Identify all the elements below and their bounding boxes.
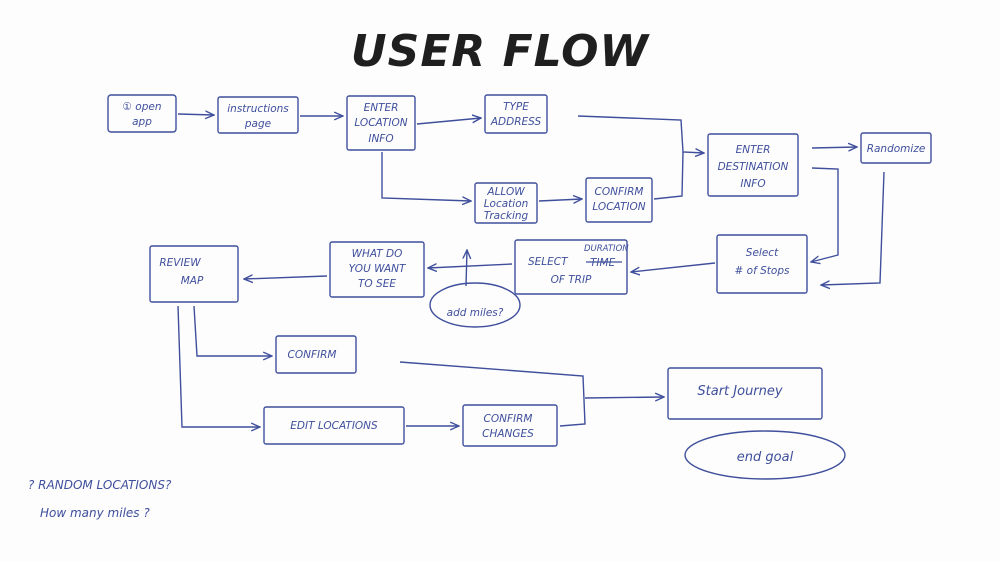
svg-text:WHAT DO: WHAT DO	[352, 248, 403, 260]
edge-duration-to-what-see	[428, 264, 513, 268]
node-confirm: CONFIRM	[275, 335, 357, 374]
svg-text:TIME: TIME	[590, 257, 616, 269]
svg-text:REVIEW: REVIEW	[159, 257, 201, 269]
svg-text:OF TRIP: OF TRIP	[551, 274, 592, 286]
svg-text:① open: ① open	[123, 101, 162, 113]
svg-text:ALLOW: ALLOW	[486, 186, 525, 198]
svg-text:YOU WANT: YOU WANT	[349, 263, 407, 275]
svg-text:ADDRESS: ADDRESS	[490, 116, 542, 128]
svg-text:# of Stops: # of Stops	[735, 265, 790, 277]
svg-text:instructions: instructions	[227, 103, 289, 115]
edge-confirm-location-to-destination	[653, 151, 684, 200]
svg-text:LOCATION: LOCATION	[592, 201, 645, 213]
node-edit-locations: EDIT LOCATIONS	[263, 406, 405, 445]
page-title: USER FLOW	[350, 26, 650, 77]
node-randomize: Randomize	[860, 132, 932, 164]
svg-text:Tracking: Tracking	[484, 210, 529, 222]
svg-text:CHANGES: CHANGES	[482, 428, 534, 440]
svg-text:ENTER: ENTER	[736, 144, 771, 156]
edge-confirm-to-start-journey	[399, 361, 586, 427]
edge-add-miles-to-duration	[466, 250, 467, 287]
node-select-num-stops: Select # of Stops	[716, 234, 808, 294]
node-enter-location-info: ENTER LOCATION INFO	[346, 95, 416, 151]
svg-text:Select: Select	[746, 247, 779, 259]
svg-text:CONFIRM: CONFIRM	[595, 186, 644, 198]
svg-text:TYPE: TYPE	[503, 101, 529, 113]
svg-text:Randomize: Randomize	[867, 143, 926, 155]
svg-text:DESTINATION: DESTINATION	[718, 161, 789, 173]
edge-type-address-to-destination	[577, 115, 704, 153]
node-select-duration-of-trip: SELECT DURATION TIME OF TRIP	[514, 239, 629, 295]
node-review-map: REVIEW MAP	[149, 245, 239, 303]
node-what-do-you-want-to-see: WHAT DO YOU WANT TO SEE	[329, 241, 425, 298]
node-instructions-page: instructions page	[217, 96, 299, 134]
edge-destination-to-stops	[811, 167, 839, 262]
edge-merge-to-start-journey	[584, 397, 664, 398]
node-open-app: ① open app	[107, 94, 177, 133]
svg-text:MAP: MAP	[181, 275, 204, 287]
svg-text:end goal: end goal	[737, 450, 794, 465]
edge-randomize-to-stops	[821, 171, 885, 285]
node-confirm-location: CONFIRM LOCATION	[585, 177, 653, 223]
edge-destination-to-randomize	[811, 147, 857, 148]
svg-text:CONFIRM: CONFIRM	[484, 413, 533, 425]
node-add-miles: add miles?	[429, 282, 521, 328]
node-start-journey: Start Journey	[667, 367, 823, 420]
edge-stops-to-duration	[631, 262, 716, 272]
svg-text:Location: Location	[484, 198, 529, 210]
edge-open-to-instructions	[177, 114, 214, 115]
note-random-locations: ? RANDOM LOCATIONS?	[28, 478, 172, 492]
svg-text:LOCATION: LOCATION	[354, 117, 407, 129]
svg-text:app: app	[132, 116, 152, 128]
svg-text:add miles?: add miles?	[447, 307, 504, 319]
edge-location-to-type-address	[416, 118, 481, 125]
node-end-goal: end goal	[684, 430, 846, 480]
svg-text:INFO: INFO	[368, 133, 393, 145]
edge-review-map-to-edit-locations	[177, 305, 260, 427]
svg-text:SELECT: SELECT	[528, 256, 569, 268]
node-type-address: TYPE ADDRESS	[484, 94, 548, 134]
svg-text:DURATION: DURATION	[584, 244, 629, 254]
edge-allow-to-confirm-location	[538, 199, 582, 201]
svg-text:EDIT LOCATIONS: EDIT LOCATIONS	[290, 420, 378, 432]
svg-text:CONFIRM: CONFIRM	[288, 349, 337, 361]
node-confirm-changes: CONFIRM CHANGES	[462, 404, 558, 447]
edge-review-map-to-confirm	[193, 305, 272, 356]
svg-text:ENTER: ENTER	[364, 102, 399, 114]
svg-text:TO SEE: TO SEE	[358, 278, 396, 290]
svg-text:INFO: INFO	[740, 178, 765, 190]
node-allow-location-tracking: ALLOW Location Tracking	[474, 182, 538, 224]
svg-text:Start Journey: Start Journey	[697, 384, 782, 399]
node-enter-destination-info: ENTER DESTINATION INFO	[707, 133, 799, 197]
edge-what-see-to-review-map	[244, 276, 328, 279]
edge-location-to-allow-tracking	[381, 152, 471, 201]
svg-text:page: page	[244, 118, 271, 130]
note-how-many-miles: How many miles ?	[40, 506, 150, 520]
